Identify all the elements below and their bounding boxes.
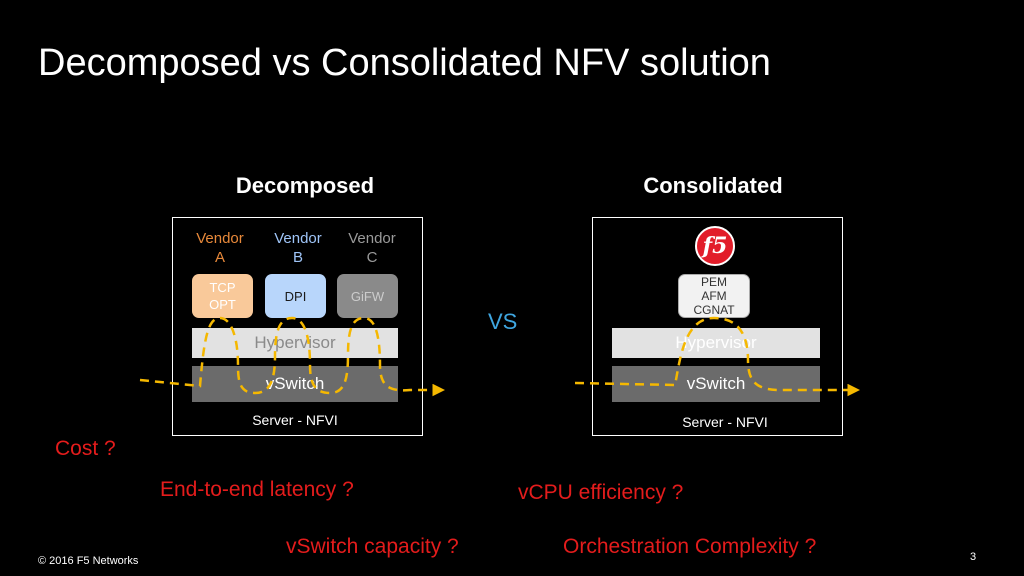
consolidated-traffic-path [574, 316, 860, 397]
vendor-c-label: Vendor C [348, 230, 396, 266]
question-latency: End-to-end latency ? [160, 478, 354, 501]
consolidated-server-label: Server - NFVI [682, 414, 768, 430]
decomposed-panel [172, 217, 423, 436]
f5-logo: f5 [695, 226, 735, 266]
vnf-gifw: GiFW [337, 274, 398, 318]
consolidated-hypervisor: Hypervisor [612, 328, 820, 358]
decomposed-traffic-path [139, 316, 445, 397]
decomposed-vswitch: vSwitch [192, 366, 398, 402]
consolidated-vswitch: vSwitch [612, 366, 820, 402]
consolidated-heading: Consolidated [643, 173, 783, 198]
decomposed-heading: Decomposed [235, 173, 375, 198]
question-orchestration: Orchestration Complexity ? [563, 535, 817, 558]
vnf-pem-afm-cgnat: PEM AFM CGNAT [678, 274, 750, 318]
vendor-b-label: Vendor B [274, 230, 322, 266]
slide-title: Decomposed vs Consolidated NFV solution [38, 42, 771, 84]
vendor-a-label: Vendor A [196, 230, 244, 266]
question-vcpu-efficiency: vCPU efficiency ? [518, 481, 684, 504]
consolidated-panel [592, 217, 843, 436]
question-vswitch-capacity: vSwitch capacity ? [286, 535, 459, 558]
question-cost: Cost ? [55, 437, 116, 460]
decomposed-hypervisor: Hypervisor [192, 328, 398, 358]
vnf-dpi: DPI [265, 274, 326, 318]
footer-copyright: © 2016 F5 Networks [38, 555, 139, 567]
vs-label: VS [488, 309, 518, 334]
decomposed-server-label: Server - NFVI [252, 412, 338, 428]
vnf-tcp-opt: TCP OPT [192, 274, 253, 318]
page-number: 3 [970, 551, 977, 563]
